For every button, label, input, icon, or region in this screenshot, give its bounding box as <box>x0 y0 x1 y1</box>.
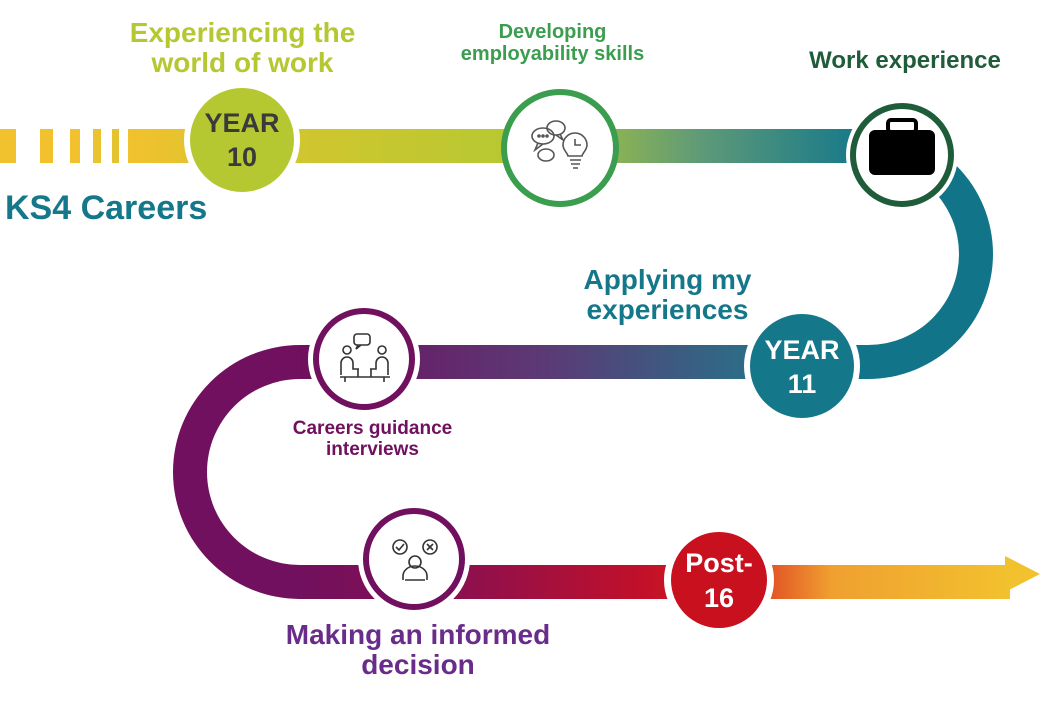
label-guidance: Careers guidance interviews <box>275 418 470 460</box>
person-decision-icon <box>392 539 438 581</box>
road-dashes <box>0 129 119 163</box>
label-applying: Applying my experiences <box>570 264 765 326</box>
page-title: KS4 Careers <box>5 189 208 227</box>
road-arrow <box>1005 556 1040 592</box>
work-experience-node <box>846 99 958 211</box>
label-decision-line1: Making an informed <box>285 619 551 650</box>
road-curve-right <box>840 129 993 379</box>
post16-node: Post- 16 <box>664 525 774 635</box>
label-applying-line2: experiences <box>586 294 749 326</box>
post16-line2: 16 <box>704 583 734 613</box>
briefcase-icon <box>869 118 935 175</box>
label-work-experience: Work experience <box>809 47 1001 74</box>
label-guidance-line2: interviews <box>326 438 419 460</box>
label-experiencing-line2: world of work <box>151 47 334 79</box>
year10-line2: 10 <box>227 142 257 172</box>
label-experiencing: Experiencing the world of work <box>110 17 375 79</box>
label-decision: Making an informed decision <box>268 619 568 681</box>
year10-line1: YEAR <box>204 108 279 138</box>
year10-node: YEAR 10 <box>184 82 300 198</box>
label-developing: Developing employability skills <box>440 21 665 65</box>
label-developing-line2: employability skills <box>460 42 645 65</box>
label-developing-line1: Developing <box>498 21 607 43</box>
year11-line1: YEAR <box>764 335 839 365</box>
road-curve-left <box>173 345 300 599</box>
decision-node <box>358 503 470 615</box>
post16-line1: Post- <box>685 548 753 578</box>
guidance-node <box>308 303 420 415</box>
label-applying-line1: Applying my <box>583 264 752 295</box>
label-decision-line2: decision <box>361 649 475 681</box>
speech-bubbles-lightbulb-icon <box>531 120 588 169</box>
interview-icon <box>340 333 390 382</box>
label-guidance-line1: Careers guidance <box>292 418 453 439</box>
year11-node: YEAR 11 <box>744 308 860 424</box>
label-experiencing-line1: Experiencing the <box>129 17 356 48</box>
year11-line2: 11 <box>788 369 817 399</box>
developing-node <box>501 89 619 207</box>
